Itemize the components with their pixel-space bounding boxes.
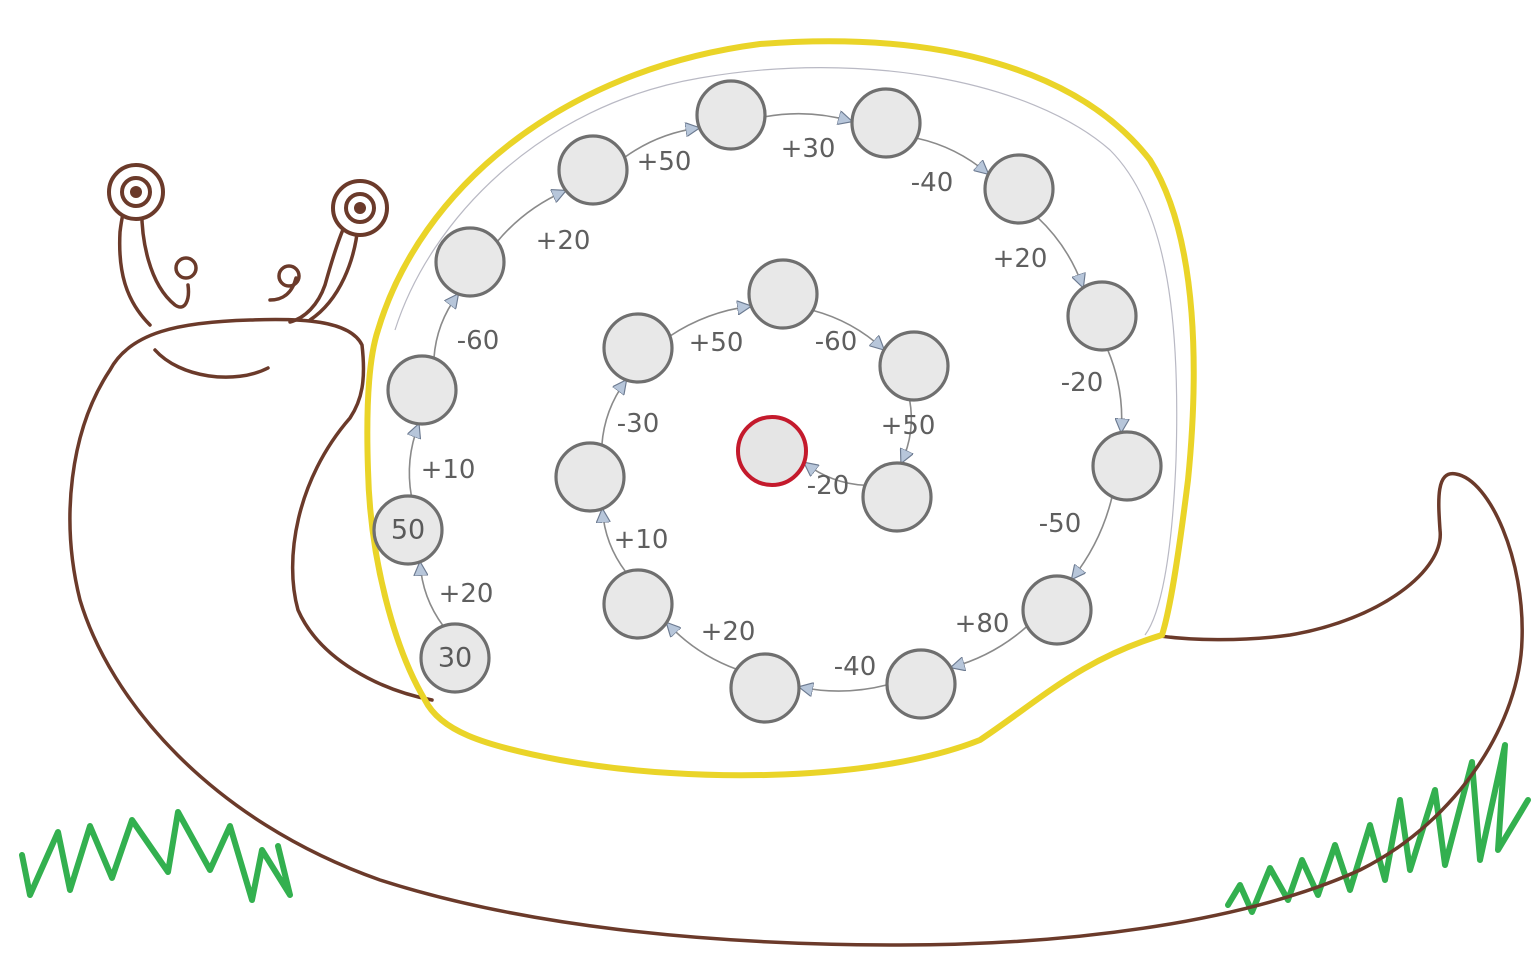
spiral-arrow bbox=[800, 685, 888, 691]
spiral-arrow bbox=[601, 381, 626, 446]
circle-outline[interactable] bbox=[878, 330, 950, 402]
circle-outline[interactable] bbox=[850, 87, 922, 159]
circle-outline[interactable] bbox=[747, 258, 819, 330]
operation-labels: +20 +10 -60 +20 +50 +30 -40 +20 -20 -50 +80 -40 +20 +… bbox=[421, 134, 1104, 682]
operation-label: +20 bbox=[701, 617, 756, 647]
operation-label: -20 bbox=[1061, 368, 1103, 398]
spiral-arrow bbox=[812, 309, 884, 349]
circle-outline[interactable] bbox=[885, 648, 957, 720]
spiral-arrow bbox=[602, 510, 627, 573]
circle-outline[interactable] bbox=[554, 441, 626, 513]
circle-outline[interactable] bbox=[557, 134, 629, 206]
number-circle[interactable] bbox=[386, 354, 458, 426]
operation-label: +30 bbox=[781, 134, 836, 164]
operation-label: +50 bbox=[881, 411, 936, 441]
number-circle[interactable] bbox=[557, 134, 629, 206]
number-circle[interactable] bbox=[554, 441, 626, 513]
operation-label: +20 bbox=[993, 244, 1048, 274]
right-eye-icon bbox=[331, 179, 389, 237]
left-feeler-tip bbox=[174, 256, 198, 280]
spiral-arrow bbox=[496, 191, 565, 243]
number-circle[interactable] bbox=[695, 79, 767, 151]
snail-body-outline bbox=[68, 317, 1524, 947]
right-feeler-tip bbox=[277, 264, 301, 288]
number-circle[interactable]: 30 bbox=[419, 622, 491, 694]
number-circle[interactable]: 50 bbox=[372, 494, 444, 566]
circle-outline[interactable] bbox=[386, 354, 458, 426]
spiral-arrows bbox=[409, 114, 1121, 691]
circle-outline[interactable] bbox=[861, 461, 933, 533]
number-circle[interactable] bbox=[1021, 574, 1093, 646]
number-circle[interactable] bbox=[983, 153, 1055, 225]
number-circle[interactable] bbox=[1066, 280, 1138, 352]
grass-right-icon bbox=[1225, 742, 1531, 915]
final-answer-circle[interactable] bbox=[736, 415, 808, 487]
left-eye-icon bbox=[107, 163, 165, 221]
number-circle[interactable] bbox=[878, 330, 950, 402]
circle-outline[interactable] bbox=[1066, 280, 1138, 352]
spiral-arrow bbox=[1072, 496, 1113, 579]
operation-label: +80 bbox=[955, 609, 1010, 639]
operation-label: +50 bbox=[689, 328, 744, 358]
operation-label: -30 bbox=[617, 409, 659, 439]
circle-value: 50 bbox=[391, 515, 425, 546]
spiral-arrow bbox=[669, 306, 750, 337]
operation-label: -20 bbox=[807, 471, 849, 501]
circle-outline[interactable] bbox=[434, 226, 506, 298]
number-circle[interactable] bbox=[602, 568, 674, 640]
operation-label: +50 bbox=[637, 147, 692, 177]
shell-outline bbox=[364, 38, 1197, 779]
spiral-arrow bbox=[1037, 216, 1083, 286]
number-circle[interactable] bbox=[850, 87, 922, 159]
spiral-arrow bbox=[409, 425, 418, 497]
operation-label: +10 bbox=[614, 525, 669, 555]
circle-outline[interactable] bbox=[1091, 430, 1163, 502]
circle-outline[interactable] bbox=[1021, 574, 1093, 646]
circle-value: 30 bbox=[438, 643, 472, 674]
operation-label: +20 bbox=[439, 579, 494, 609]
circle-outline[interactable] bbox=[419, 622, 491, 694]
spiral-arrow bbox=[805, 463, 866, 487]
spiral-arrow bbox=[902, 399, 912, 463]
operation-label: +20 bbox=[536, 226, 591, 256]
spiral-arrow bbox=[420, 563, 444, 627]
spiral-arrow bbox=[764, 114, 851, 121]
number-circle[interactable] bbox=[602, 312, 674, 384]
operation-label: -60 bbox=[815, 327, 857, 357]
right-antenna bbox=[268, 223, 360, 324]
number-circle[interactable] bbox=[861, 461, 933, 533]
spiral-arrow bbox=[624, 128, 699, 159]
shell-inner-outline bbox=[394, 67, 1178, 636]
circle-outline[interactable] bbox=[695, 79, 767, 151]
grass-left-icon bbox=[19, 809, 293, 903]
circle-outline[interactable] bbox=[729, 652, 801, 724]
operation-label: -40 bbox=[834, 652, 876, 682]
circle-outline[interactable] bbox=[372, 494, 444, 566]
number-circle[interactable] bbox=[747, 258, 819, 330]
spiral-arrow bbox=[1106, 349, 1122, 432]
operation-label: -60 bbox=[457, 326, 499, 356]
spiral-arrow bbox=[916, 137, 987, 173]
number-circle[interactable] bbox=[885, 648, 957, 720]
target-ring[interactable] bbox=[736, 415, 808, 487]
operation-label: -40 bbox=[911, 168, 953, 198]
circle-outline[interactable] bbox=[602, 568, 674, 640]
circle-outline[interactable] bbox=[602, 312, 674, 384]
number-circle[interactable] bbox=[1091, 430, 1163, 502]
spiral-arrow bbox=[433, 295, 458, 359]
number-circle[interactable] bbox=[729, 652, 801, 724]
operation-label: +10 bbox=[421, 455, 476, 485]
snail-smile bbox=[153, 348, 270, 379]
operation-label: -50 bbox=[1039, 509, 1081, 539]
circle-outline[interactable] bbox=[983, 153, 1055, 225]
number-circle[interactable] bbox=[434, 226, 506, 298]
number-circles: 30 50 bbox=[372, 79, 1163, 724]
spiral-arrow bbox=[667, 623, 737, 670]
spiral-arrow bbox=[952, 625, 1028, 667]
